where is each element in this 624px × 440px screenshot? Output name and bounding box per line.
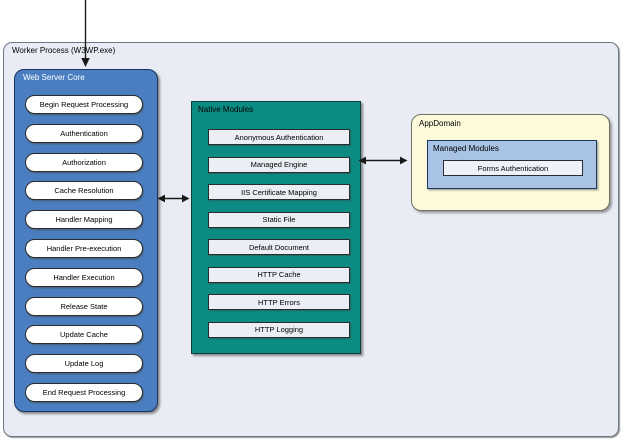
worker-process-container: Worker Process (W3WP.exe) Web Server Cor… [3, 42, 619, 437]
pipeline-stage: Update Cache [25, 325, 143, 345]
native-module-list: Anonymous Authentication Managed Engine … [208, 129, 350, 338]
native-module: HTTP Errors [208, 294, 350, 311]
worker-process-label: Worker Process (W3WP.exe) [12, 46, 116, 55]
pipeline-stage: Cache Resolution [25, 181, 143, 201]
bidirectional-arrow-engine-appdomain-icon [358, 156, 408, 165]
pipeline-stage: Handler Mapping [25, 210, 143, 230]
pipeline-stage-list: Begin Request Processing Authentication … [25, 95, 143, 402]
pipeline-stage: End Request Processing [25, 382, 143, 402]
pipeline-stage: Update Log [25, 354, 143, 374]
native-modules-container: Native Modules Anonymous Authentication … [191, 101, 361, 354]
pipeline-stage: Handler Execution [25, 267, 143, 287]
native-modules-label: Native Modules [198, 105, 254, 114]
web-server-core-label: Web Server Core [23, 73, 85, 82]
native-module: HTTP Logging [208, 321, 350, 338]
managed-modules-label: Managed Modules [433, 144, 499, 153]
managed-module: Forms Authentication [443, 160, 583, 176]
native-module: Default Document [208, 239, 350, 256]
appdomain-container: AppDomain Managed Modules Forms Authenti… [411, 114, 610, 211]
appdomain-label: AppDomain [419, 119, 461, 128]
pipeline-stage: Handler Pre-execution [25, 238, 143, 258]
pipeline-stage: Begin Request Processing [25, 95, 143, 114]
native-module: IIS Certificate Mapping [208, 184, 350, 201]
native-module: Managed Engine [208, 156, 350, 173]
native-module: Anonymous Authentication [208, 129, 350, 145]
request-arrow-down-icon [81, 0, 90, 67]
pipeline-stage: Release State [25, 296, 143, 316]
native-module: Static File [208, 211, 350, 228]
web-server-core-container: Web Server Core Begin Request Processing… [14, 69, 158, 412]
managed-modules-container: Managed Modules Forms Authentication [427, 140, 597, 189]
native-module: HTTP Cache [208, 266, 350, 283]
pipeline-stage: Authentication [25, 123, 143, 143]
bidirectional-arrow-core-native-icon [157, 194, 190, 203]
pipeline-stage: Authorization [25, 152, 143, 172]
